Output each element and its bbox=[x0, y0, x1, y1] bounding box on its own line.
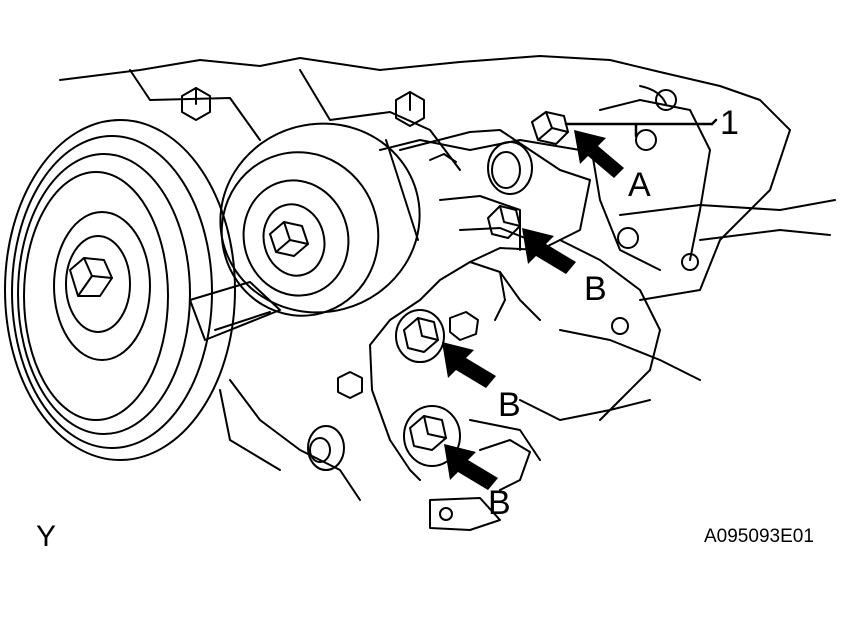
bolt-a bbox=[531, 111, 569, 145]
label-b-middle: B bbox=[498, 386, 521, 424]
figure-code: A095093E01 bbox=[704, 526, 814, 547]
bolt-b-middle bbox=[395, 309, 479, 363]
tensioner-bracket bbox=[307, 129, 591, 531]
label-a: A bbox=[628, 166, 651, 204]
drive-belt bbox=[189, 281, 281, 341]
arrow-b-upper bbox=[522, 228, 576, 274]
engine-block-outline bbox=[59, 55, 836, 501]
callout-leader-lines bbox=[564, 118, 718, 138]
label-b-lower: B bbox=[488, 484, 511, 522]
idler-pulley bbox=[219, 122, 421, 317]
bolt-b-upper bbox=[487, 205, 521, 239]
bolt-b-lower bbox=[403, 405, 461, 467]
arrow-b-middle bbox=[442, 342, 496, 388]
arrow-a bbox=[574, 130, 624, 178]
background-bolts bbox=[181, 87, 457, 399]
arrow-b-lower bbox=[444, 444, 498, 490]
label-b-upper: B bbox=[584, 270, 607, 308]
crank-pulley bbox=[4, 119, 236, 461]
callout-number-1: 1 bbox=[720, 104, 739, 142]
view-label: Y bbox=[36, 520, 57, 553]
